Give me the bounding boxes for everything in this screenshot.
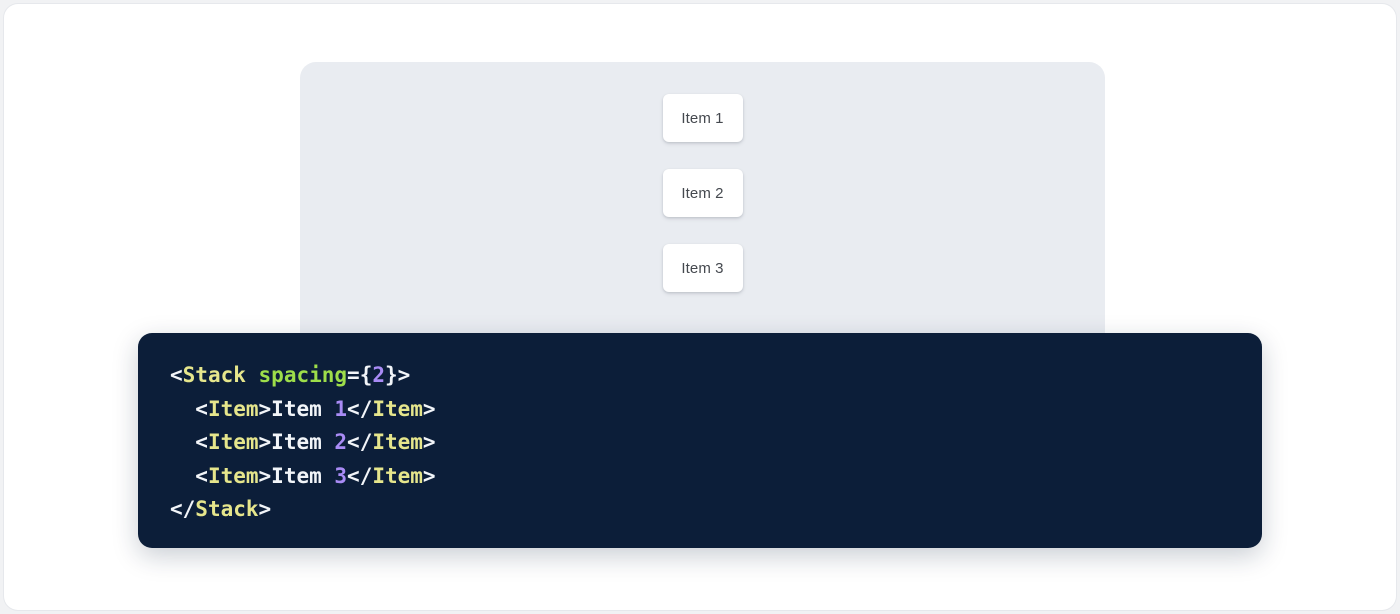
code-token-tag: Stack	[195, 497, 259, 521]
code-token-text: Item	[271, 430, 335, 454]
code-token-punct: </	[347, 430, 373, 454]
code-token-punct: >	[258, 463, 272, 488]
code-line: <Stack spacing={2}>	[170, 363, 410, 387]
code-token-punct: >	[422, 396, 436, 421]
code-token-punct: <	[170, 363, 183, 387]
code-token-tag: Item	[372, 463, 423, 488]
code-token-tag: Item	[207, 396, 259, 421]
code-token-num: 2	[372, 363, 385, 387]
code-token-num: 2	[334, 430, 348, 454]
code-token-punct: </	[347, 396, 373, 421]
code-token-tag: Item	[207, 430, 259, 454]
code-line: <Item>Item 2</Item>	[170, 430, 436, 454]
code-token-punct: >	[422, 463, 436, 488]
code-token-tag: Stack	[182, 363, 246, 387]
code-block[interactable]: <Stack spacing={2}> <Item>Item 1</Item> …	[170, 359, 1230, 527]
code-token-attr: spacing	[258, 363, 348, 387]
code-line: <Item>Item 1</Item>	[170, 396, 436, 421]
code-token-tag: Item	[207, 463, 259, 488]
code-token-punct: </	[347, 463, 373, 488]
code-token-punct: <	[170, 396, 208, 421]
code-token-text	[246, 363, 259, 387]
code-token-num: 1	[334, 396, 348, 421]
code-token-punct: >	[258, 396, 272, 421]
code-token-punct: >	[258, 430, 272, 454]
code-token-text: Item	[271, 396, 335, 421]
code-snippet-panel: <Stack spacing={2}> <Item>Item 1</Item> …	[138, 333, 1262, 548]
stack-item[interactable]: Item 2	[662, 169, 743, 217]
code-token-num: 3	[334, 463, 348, 488]
stack-container: Item 1 Item 2 Item 3	[300, 94, 1105, 292]
code-token-punct: >	[258, 497, 272, 521]
code-line: <Item>Item 3</Item>	[170, 463, 436, 488]
code-token-text: Item	[271, 463, 335, 488]
code-token-tag: Item	[372, 430, 423, 454]
stack-item[interactable]: Item 3	[662, 244, 743, 292]
code-token-punct: <	[170, 463, 208, 488]
code-token-punct: </	[170, 497, 196, 521]
code-token-punct: ={	[347, 363, 373, 387]
code-line: </Stack>	[170, 497, 271, 521]
code-token-punct: <	[170, 430, 208, 454]
component-preview-panel: Item 1 Item 2 Item 3	[300, 62, 1105, 362]
code-token-tag: Item	[372, 396, 423, 421]
code-token-punct: }>	[385, 363, 411, 387]
stack-item[interactable]: Item 1	[662, 94, 743, 142]
code-token-punct: >	[422, 430, 436, 454]
